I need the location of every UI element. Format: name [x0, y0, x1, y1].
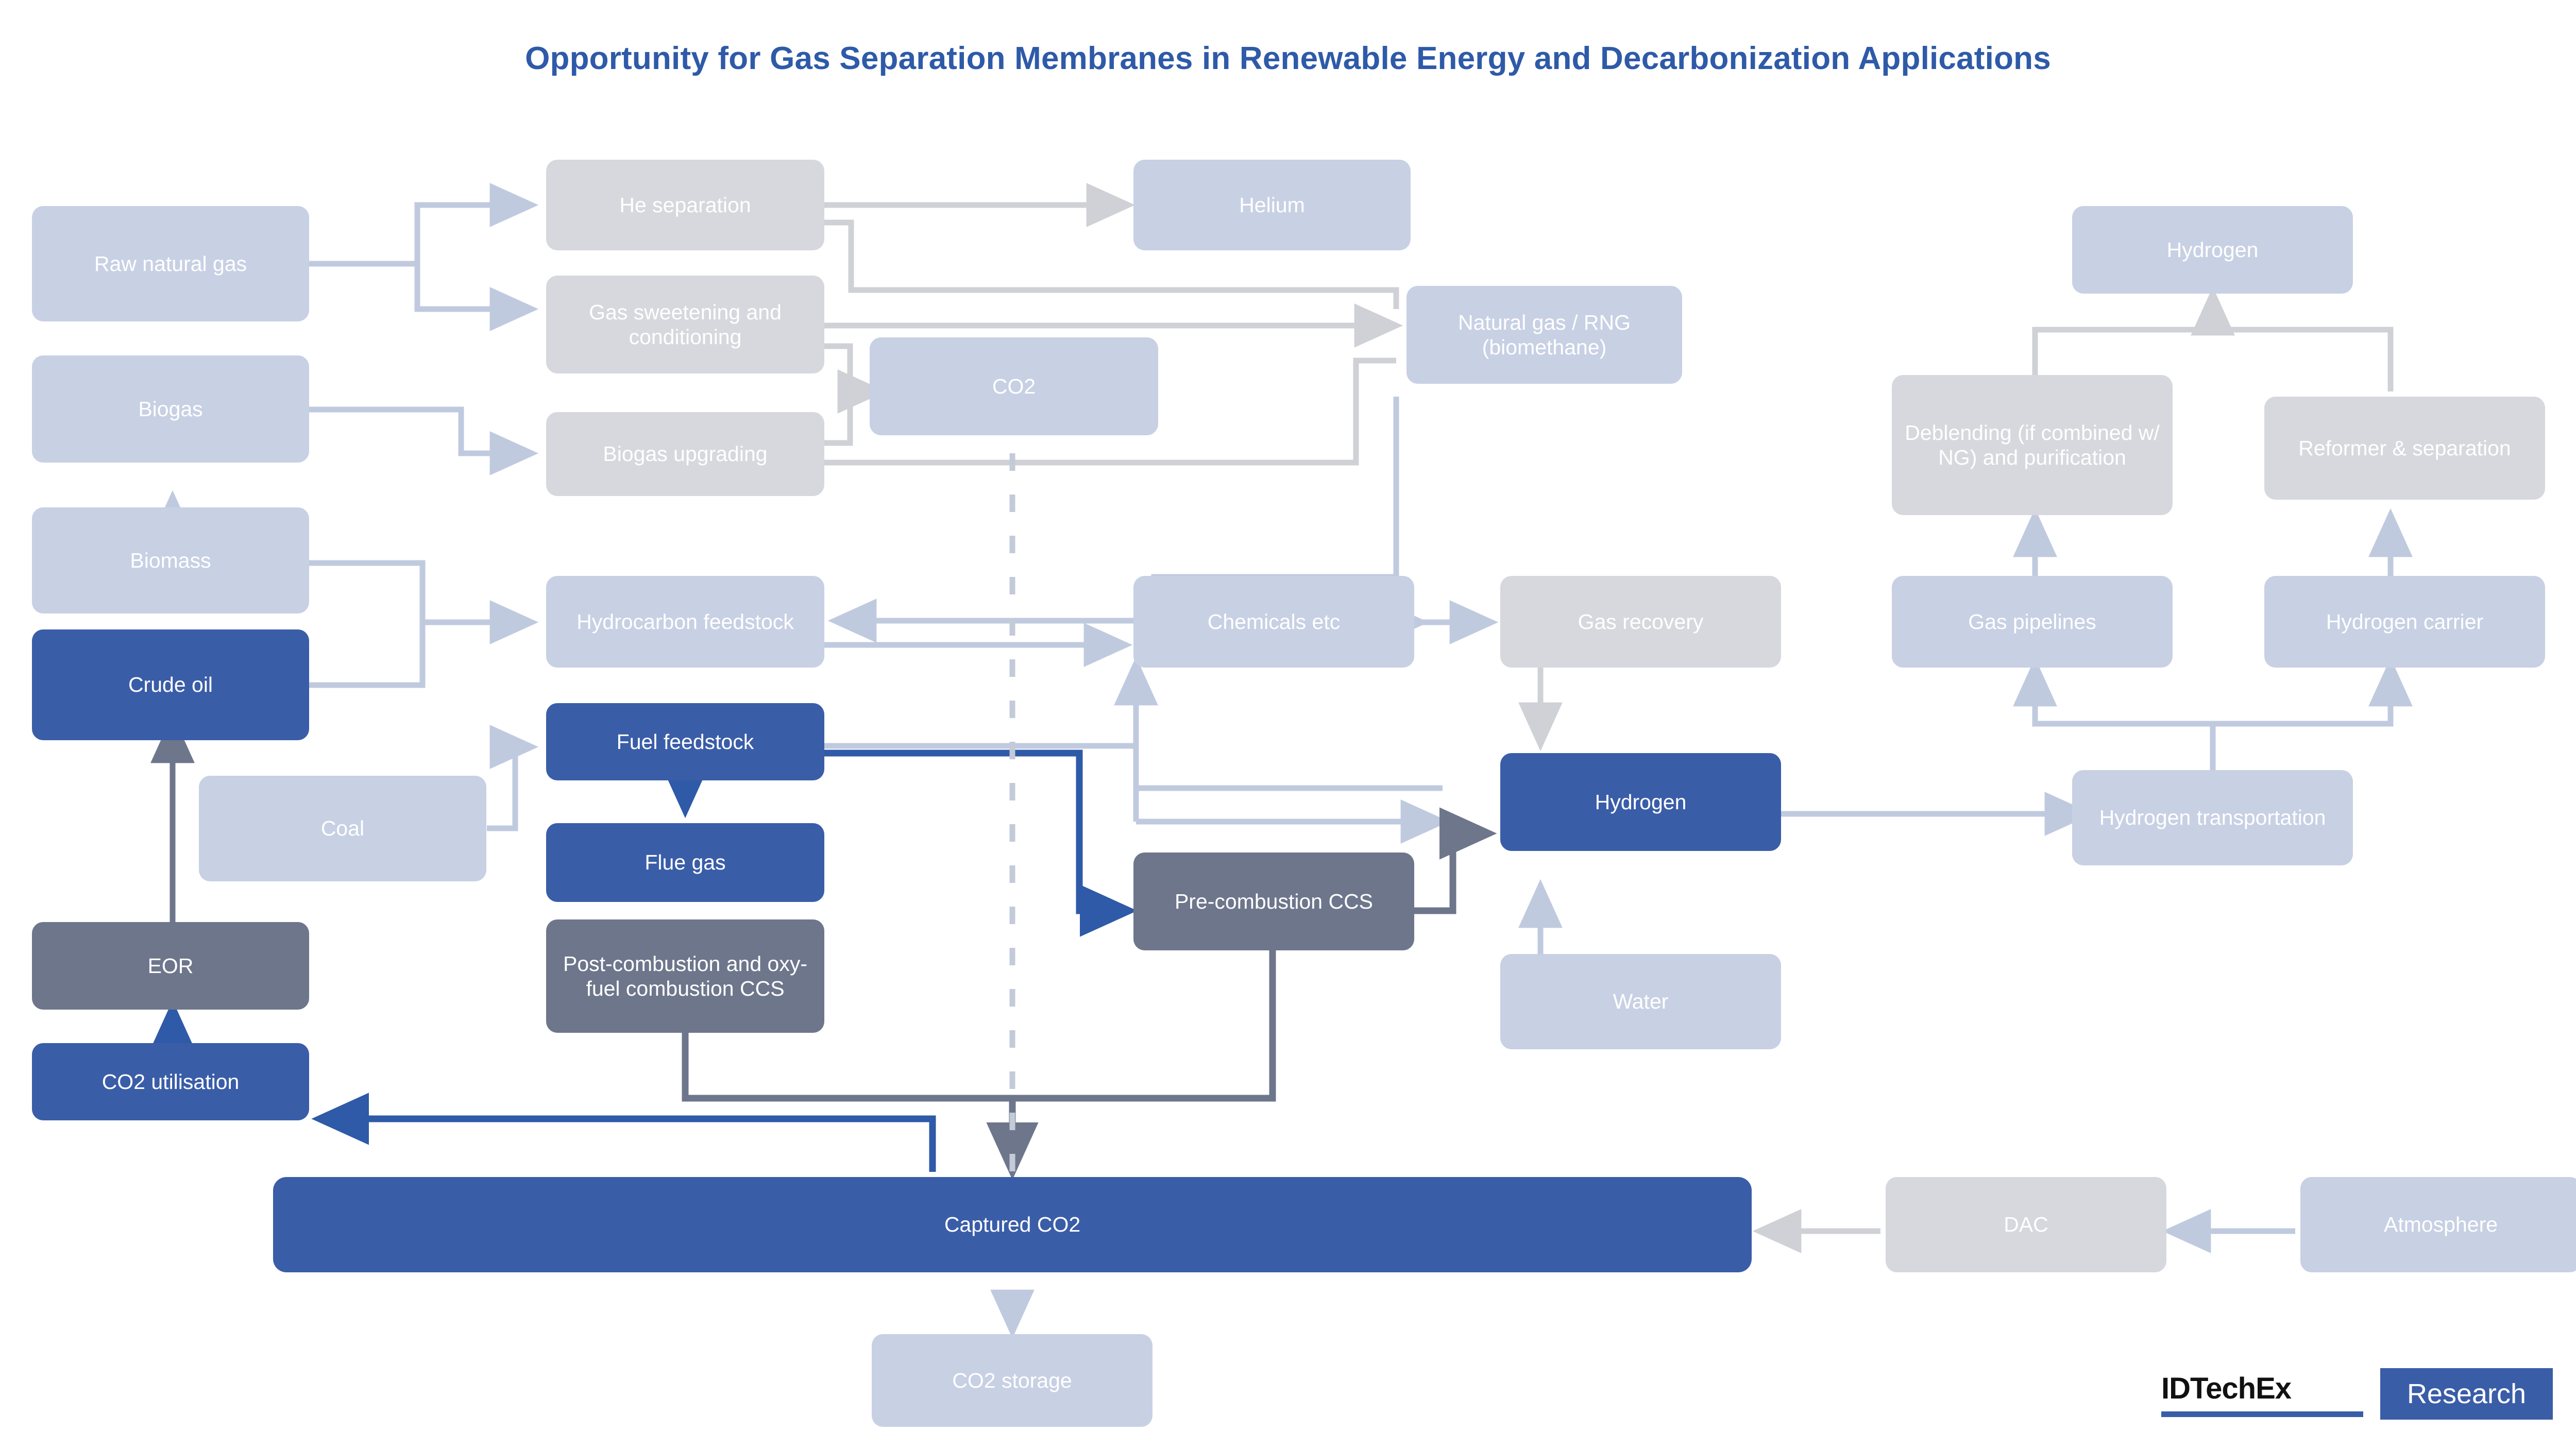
idtechex-research-logo: IDTechEx Research [2161, 1368, 2553, 1420]
node-pre-combustion-ccs[interactable]: Pre-combustion CCS [1133, 853, 1414, 950]
node-co2[interactable]: CO2 [870, 337, 1158, 435]
node-atmosphere[interactable]: Atmosphere [2300, 1177, 2576, 1272]
logo-brand-text: IDTechEx [2161, 1372, 2292, 1405]
node-hydrocarbon-feedstock[interactable]: Hydrocarbon feedstock [546, 576, 824, 668]
node-reformer-separation[interactable]: Reformer & separation [2264, 397, 2545, 500]
node-captured-co2[interactable]: Captured CO2 [273, 1177, 1752, 1272]
node-biogas-upgrading[interactable]: Biogas upgrading [546, 412, 824, 496]
node-co2-utilisation[interactable]: CO2 utilisation [32, 1043, 309, 1120]
node-biomass[interactable]: Biomass [32, 507, 309, 613]
node-eor[interactable]: EOR [32, 922, 309, 1010]
node-helium[interactable]: Helium [1133, 160, 1411, 250]
node-hydrogen-centre[interactable]: Hydrogen [1500, 753, 1781, 851]
node-chemicals-etc[interactable]: Chemicals etc [1133, 576, 1414, 668]
logo-underline [2161, 1411, 2363, 1417]
node-gas-sweetening-and-conditioning[interactable]: Gas sweetening and conditioning [546, 276, 824, 373]
node-co2-storage[interactable]: CO2 storage [872, 1334, 1153, 1427]
node-biogas[interactable]: Biogas [32, 355, 309, 463]
node-natural-gas-rng[interactable]: Natural gas / RNG (biomethane) [1406, 286, 1682, 384]
node-dac[interactable]: DAC [1886, 1177, 2166, 1272]
node-gas-recovery[interactable]: Gas recovery [1500, 576, 1781, 668]
node-he-separation[interactable]: He separation [546, 160, 824, 250]
logo-product-block: Research [2380, 1368, 2553, 1420]
node-fuel-feedstock[interactable]: Fuel feedstock [546, 703, 824, 780]
node-water[interactable]: Water [1500, 954, 1781, 1049]
page-title: Opportunity for Gas Separation Membranes… [525, 41, 2051, 76]
logo-product-text: Research [2406, 1378, 2527, 1409]
node-hydrogen-carrier[interactable]: Hydrogen carrier [2264, 576, 2545, 668]
node-hydrogen-transportation[interactable]: Hydrogen transportation [2072, 770, 2353, 865]
node-deblending[interactable]: Deblending (if combined w/ NG) and purif… [1892, 375, 2173, 515]
logo-brand-block: IDTechEx [2161, 1370, 2367, 1420]
node-crude-oil[interactable]: Crude oil [32, 629, 309, 740]
node-gas-pipelines[interactable]: Gas pipelines [1892, 576, 2173, 668]
node-raw-natural-gas[interactable]: Raw natural gas [32, 206, 309, 321]
node-coal[interactable]: Coal [199, 776, 486, 881]
node-post-combustion-ccs[interactable]: Post-combustion and oxy-fuel combustion … [546, 919, 824, 1033]
node-flue-gas[interactable]: Flue gas [546, 823, 824, 902]
node-hydrogen-top-right[interactable]: Hydrogen [2072, 206, 2353, 294]
